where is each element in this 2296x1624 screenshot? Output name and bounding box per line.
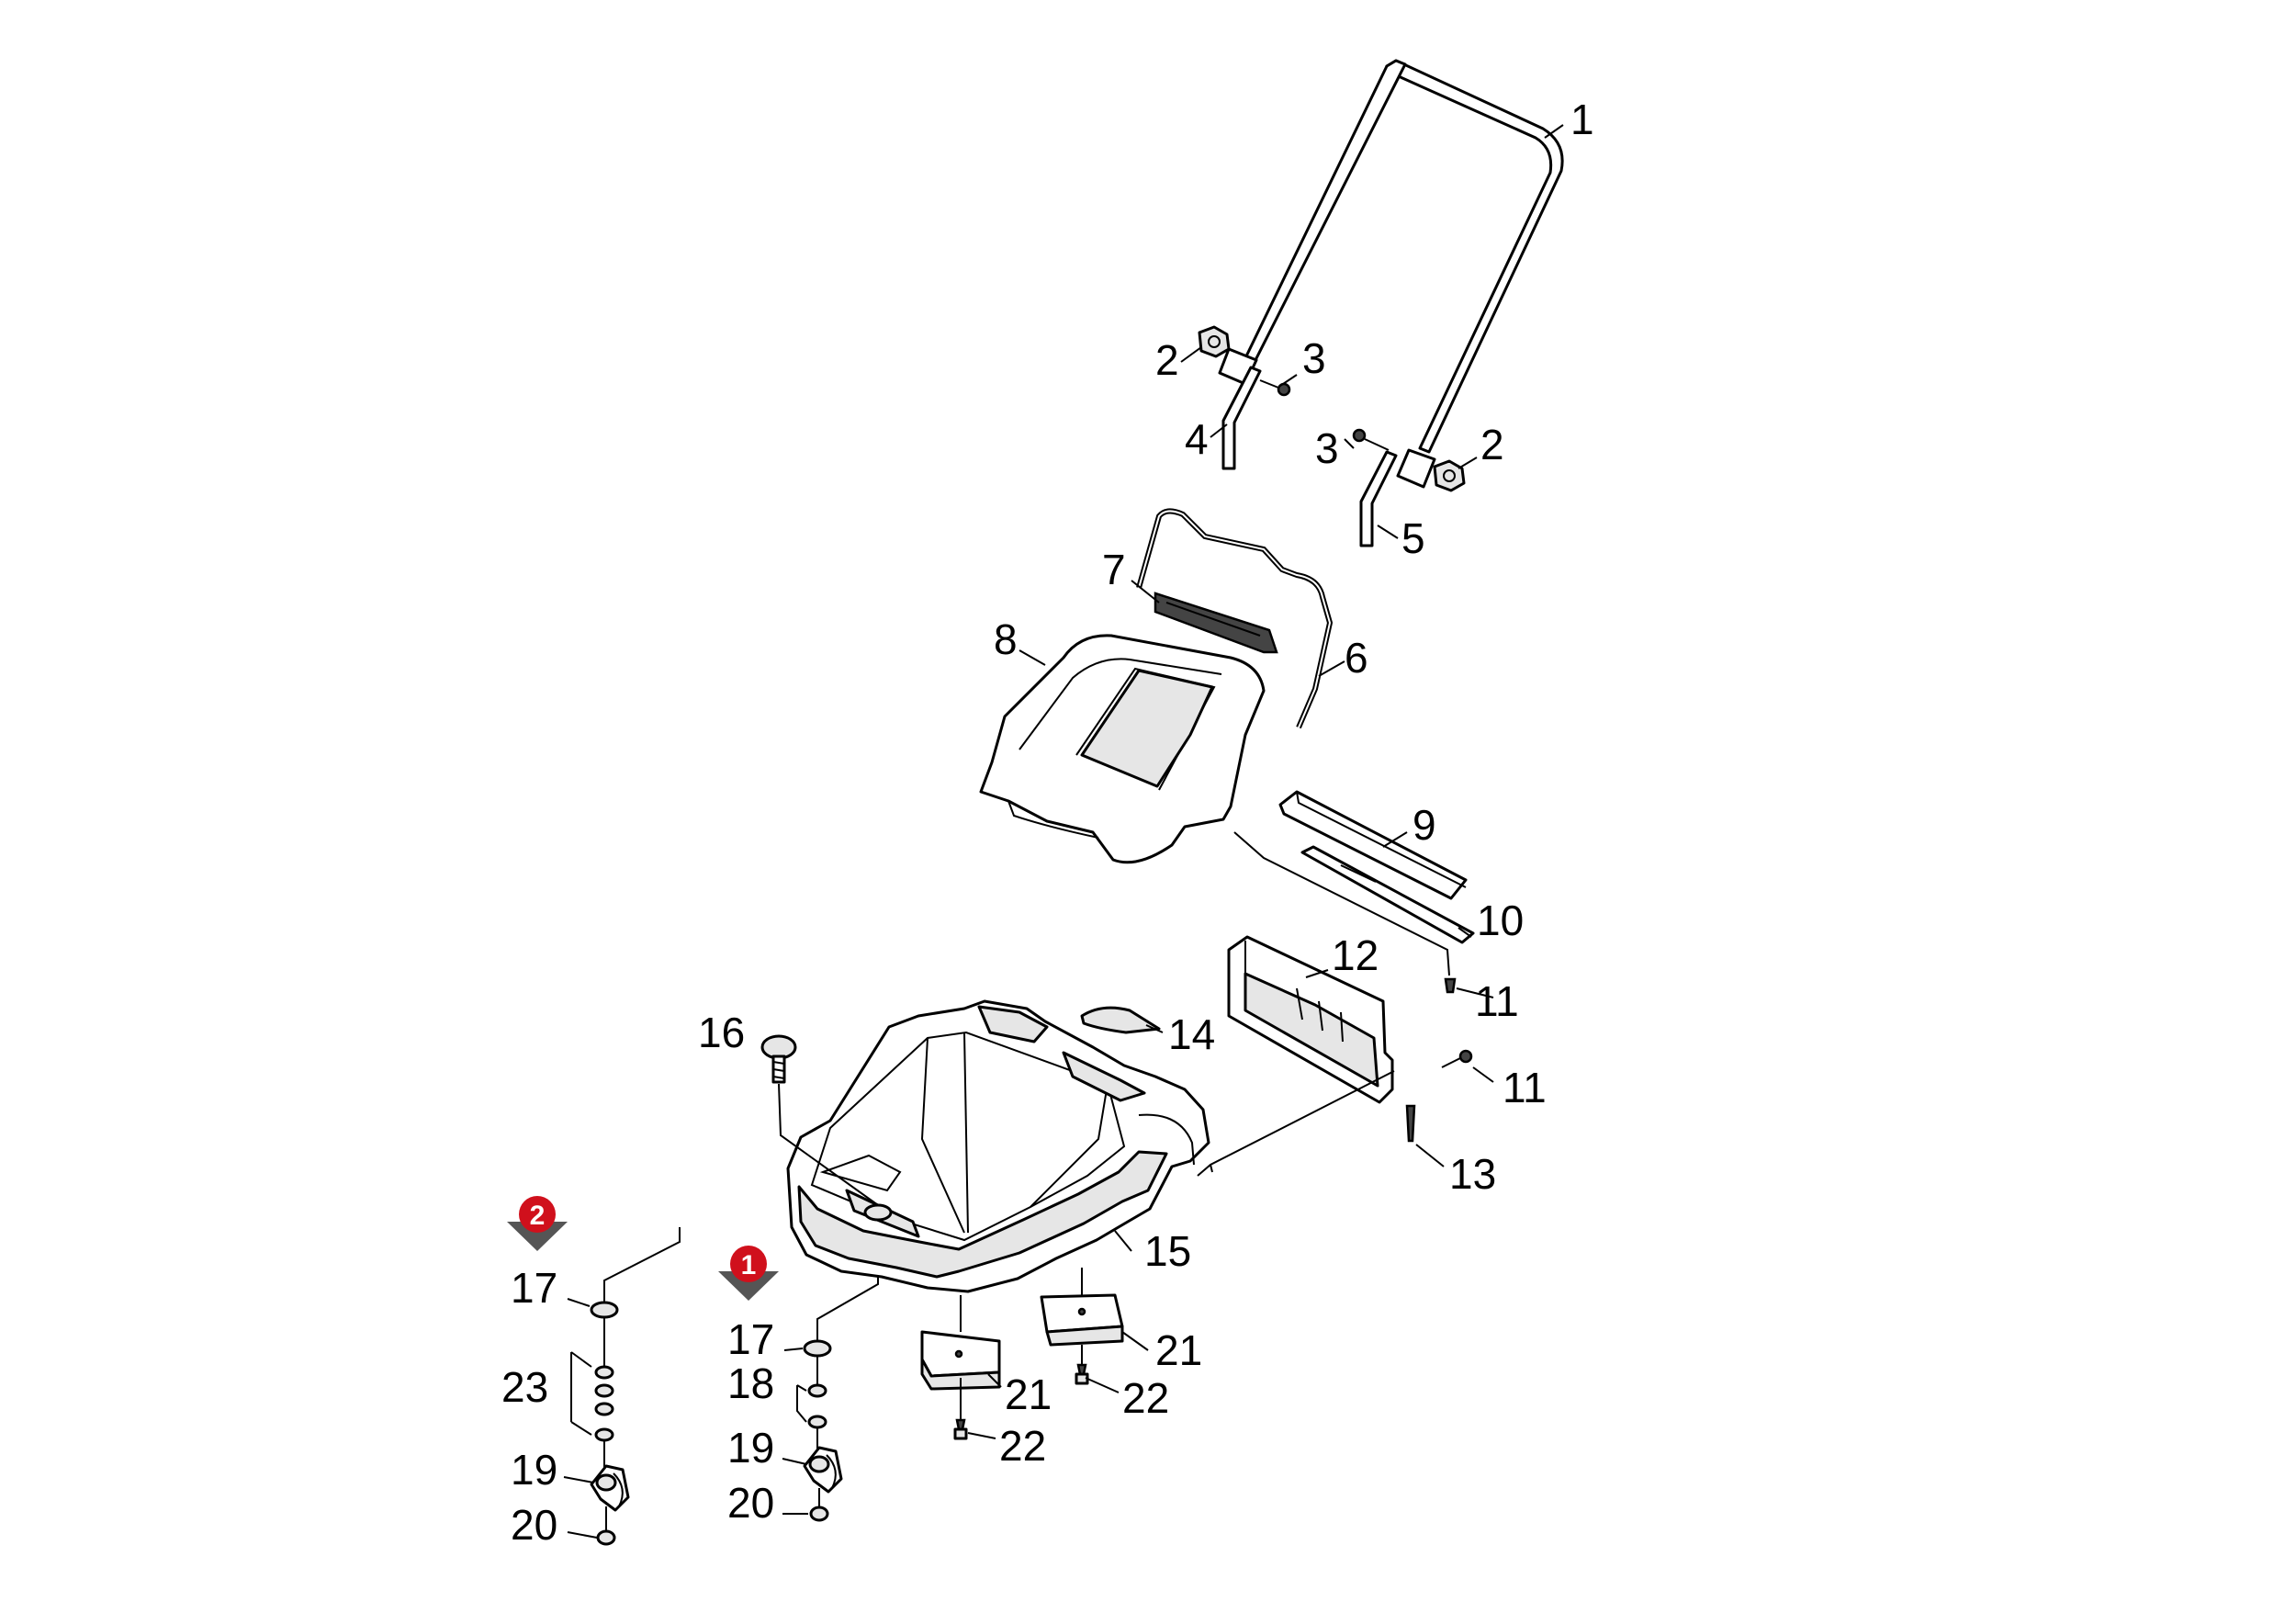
wheel-stack-right <box>803 1339 843 1522</box>
callout-10: 10 <box>1477 897 1524 944</box>
skid-pad-left <box>920 1330 1001 1391</box>
variant-badge-2: 2 <box>507 1196 568 1251</box>
screw-13 <box>1405 1104 1416 1143</box>
callout-19-right: 19 <box>727 1424 774 1472</box>
screw-22-left <box>953 1418 968 1440</box>
callout-3-lower: 3 <box>1315 424 1339 472</box>
bag-rear-strip <box>1300 845 1475 944</box>
callout-11-right: 11 <box>1503 1064 1547 1111</box>
grass-bag <box>979 634 1266 864</box>
callout-20-left: 20 <box>511 1501 557 1549</box>
callout-2-right: 2 <box>1480 421 1504 468</box>
callout-16: 16 <box>698 1009 745 1056</box>
callout-4: 4 <box>1185 415 1209 463</box>
callout-22-right: 22 <box>1122 1374 1169 1422</box>
callout-18: 18 <box>727 1359 774 1407</box>
callout-8: 8 <box>994 615 1018 663</box>
callout-14: 14 <box>1168 1010 1215 1058</box>
callout-12: 12 <box>1332 931 1379 979</box>
callout-5: 5 <box>1401 514 1425 562</box>
callout-7: 7 <box>1102 546 1126 593</box>
handle-tip-right <box>1396 448 1436 489</box>
handle-knob-right <box>1433 459 1466 492</box>
variant-badge-1: 1 <box>718 1246 779 1301</box>
screw-3-lower <box>1352 428 1390 451</box>
bracket-left <box>1221 366 1262 470</box>
callout-3-upper: 3 <box>1302 334 1326 382</box>
callout-6: 6 <box>1345 634 1368 682</box>
wheel-stack-left <box>590 1301 630 1546</box>
callout-21-left: 21 <box>1005 1370 1052 1418</box>
bracket-right <box>1359 450 1398 547</box>
callout-2-left: 2 <box>1155 336 1179 384</box>
skid-pad-right <box>1040 1293 1124 1347</box>
svg-text:1: 1 <box>741 1250 757 1280</box>
bag-rear-bar <box>1278 790 1468 900</box>
callout-15: 15 <box>1144 1227 1191 1275</box>
callout-13: 13 <box>1449 1150 1496 1198</box>
callout-9: 9 <box>1412 801 1436 849</box>
carriage-bolt-16 <box>760 1034 797 1084</box>
svg-text:2: 2 <box>530 1201 546 1231</box>
bag-clip-strip <box>1154 592 1278 654</box>
screw-22-right <box>1075 1363 1089 1385</box>
callout-20-right: 20 <box>727 1479 774 1527</box>
screw-11-upper <box>1444 977 1457 994</box>
callout-19-left: 19 <box>511 1446 557 1494</box>
callout-22-left: 22 <box>999 1422 1046 1470</box>
callout-23: 23 <box>501 1363 548 1411</box>
rear-flap <box>1227 935 1394 1104</box>
handle-bar <box>1242 59 1564 454</box>
callout-1: 1 <box>1570 96 1594 143</box>
mower-deck <box>786 999 1210 1293</box>
callout-21-right: 21 <box>1155 1326 1202 1374</box>
callout-17-left: 17 <box>511 1264 557 1312</box>
callout-17-right: 17 <box>727 1315 774 1363</box>
screw-11-right <box>1441 1049 1473 1068</box>
handle-knob-left <box>1198 325 1231 358</box>
height-lever-14 <box>1080 1006 1161 1034</box>
callout-11-upper: 11 <box>1475 977 1519 1025</box>
